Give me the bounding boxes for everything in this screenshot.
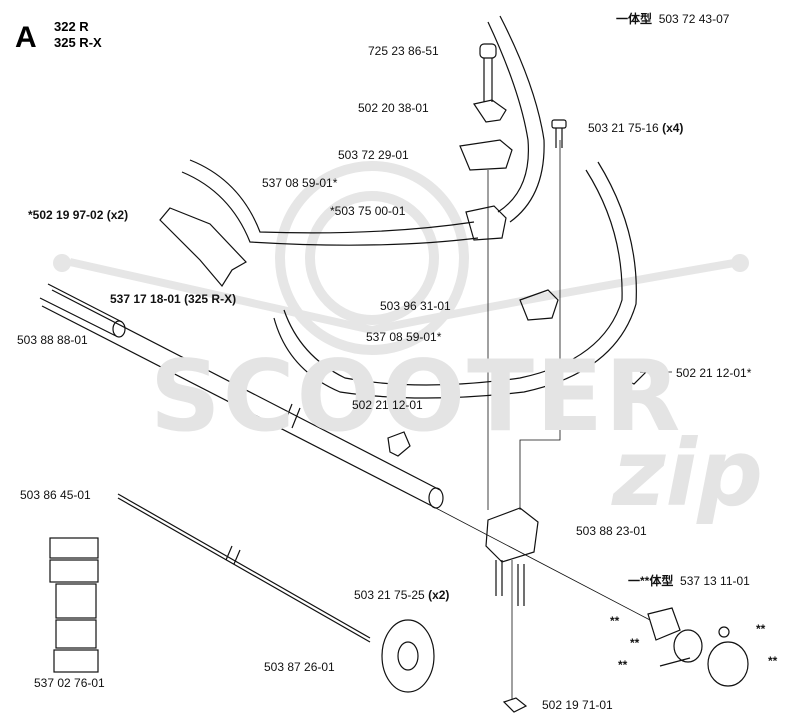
label-handle-left-upper: 537 08 59-01* [262,176,338,190]
model-2: 325 R-X [54,35,102,50]
guard-disc [381,619,435,693]
screw-x4-number: 503 21 75-16 [588,121,659,135]
label-stop-mid: 502 21 12-01 [352,398,423,412]
screw-x2-qty: (x2) [428,588,450,602]
clamp-assy-shape [465,205,507,241]
label-drive-shaft: 503 86 45-01 [20,488,91,502]
integrated-bottom-number: 537 13 11-01 [680,574,750,588]
small-screw-part [659,657,691,667]
decal-block-4 [55,619,97,649]
label-handle-left-lower: 537 08 59-01* [366,330,442,344]
screw-x2-left [495,560,503,596]
bolt-head [479,43,497,59]
collar-part [707,641,749,687]
label-guard-disc: 503 87 26-01 [264,660,335,674]
loop-handle-outer [283,169,623,386]
watermark-brand: SCOOTER [150,340,683,454]
star-label-4: ** [756,622,766,636]
loop-handle-inner [273,161,637,399]
watermark-suffix: zip [612,420,763,527]
grip-x2-qty: (x2) [106,208,129,222]
holder-shape [485,507,539,563]
shaft-tube-upper [51,289,441,491]
watermark-dot-left [53,254,71,272]
screw-x4-shape [555,128,563,148]
small-nut-part [718,626,730,638]
integrated-bottom-prefix: 一**体型 [628,574,674,588]
bolt-shank [483,58,493,102]
label-screw-x2: 503 21 75-25 (x2) [354,588,449,602]
star-label-2: ** [630,636,640,650]
integrated-top-number: 503 72 43-07 [658,12,730,26]
stop-right-shape [623,359,647,385]
shaft-tube-lower [41,305,433,507]
screw-x4-qty: (x4) [662,121,684,135]
decal-block-3 [55,583,97,619]
tube-325-outline [39,283,123,337]
guide-line-4 [431,505,651,621]
stop-mid-shape [387,431,411,457]
star-label-1: ** [610,614,620,628]
watermark-dot-right [731,254,749,272]
star-label-5: ** [768,654,778,668]
sleeve-part [647,607,681,641]
break-mark-shaft [283,403,301,429]
integrated-bottom-label: 一**体型 537 13 11-01 [628,574,750,588]
star-label-3: ** [618,658,628,672]
decal-block-5 [53,649,99,673]
guard-disc-hub [397,641,419,671]
integrated-top-label: 一体型 503 72 43-07 [616,12,729,26]
label-grip-x2: *502 19 97-02 (x2) [28,208,128,222]
label-tube-325: 537 17 18-01 (325 R-X) [110,292,237,306]
label-wing-nut: 502 20 38-01 [358,101,429,115]
wing-nut [473,99,507,123]
clamp-lower-shape [459,139,513,171]
label-shaft-tube: 503 88 88-01 [17,333,88,347]
label-decal: 537 02 76-01 [34,676,105,690]
ring-part [673,629,703,663]
model-1: 322 R [54,19,89,34]
label-screw-x4: 503 21 75-16 (x4) [588,121,683,135]
decal-block-1 [49,537,99,559]
left-handle-upper-inner [181,171,479,246]
drive-shaft-line [117,493,371,639]
screw-x4-head [551,119,567,129]
shaft-tube-end [428,487,444,509]
label-bracket: 503 96 31-01 [380,299,451,313]
screw-x2-right [517,564,525,606]
label-clamp-assy: *503 75 00-01 [330,204,406,218]
nut-bottom-shape [502,697,528,713]
break-mark-drive [225,545,241,565]
integrated-top-prefix: 一体型 [616,12,653,26]
label-nut-bottom: 502 19 71-01 [542,698,613,712]
left-handle-upper-outer [189,159,475,234]
grip-sleeve [159,207,247,288]
guide-line-2 [519,140,561,510]
right-handle-outline-inner [499,15,545,223]
label-clamp-lower: 503 72 29-01 [338,148,409,162]
right-handle-outline-outer [487,21,530,213]
label-stop-right: 502 21 12-01* [676,366,752,380]
drive-shaft-line-2 [117,497,371,643]
section-letter: A [15,21,37,54]
bracket-shape [519,289,559,321]
grip-x2-number: *502 19 97-02 [28,208,104,222]
screw-x2-number: 503 21 75-25 [354,588,425,602]
tube-325-end [112,320,126,338]
label-bolt-top: 725 23 86-51 [368,44,439,58]
decal-block-2 [49,559,99,583]
label-holder: 503 88 23-01 [576,524,647,538]
watermark-graphic [69,161,741,355]
